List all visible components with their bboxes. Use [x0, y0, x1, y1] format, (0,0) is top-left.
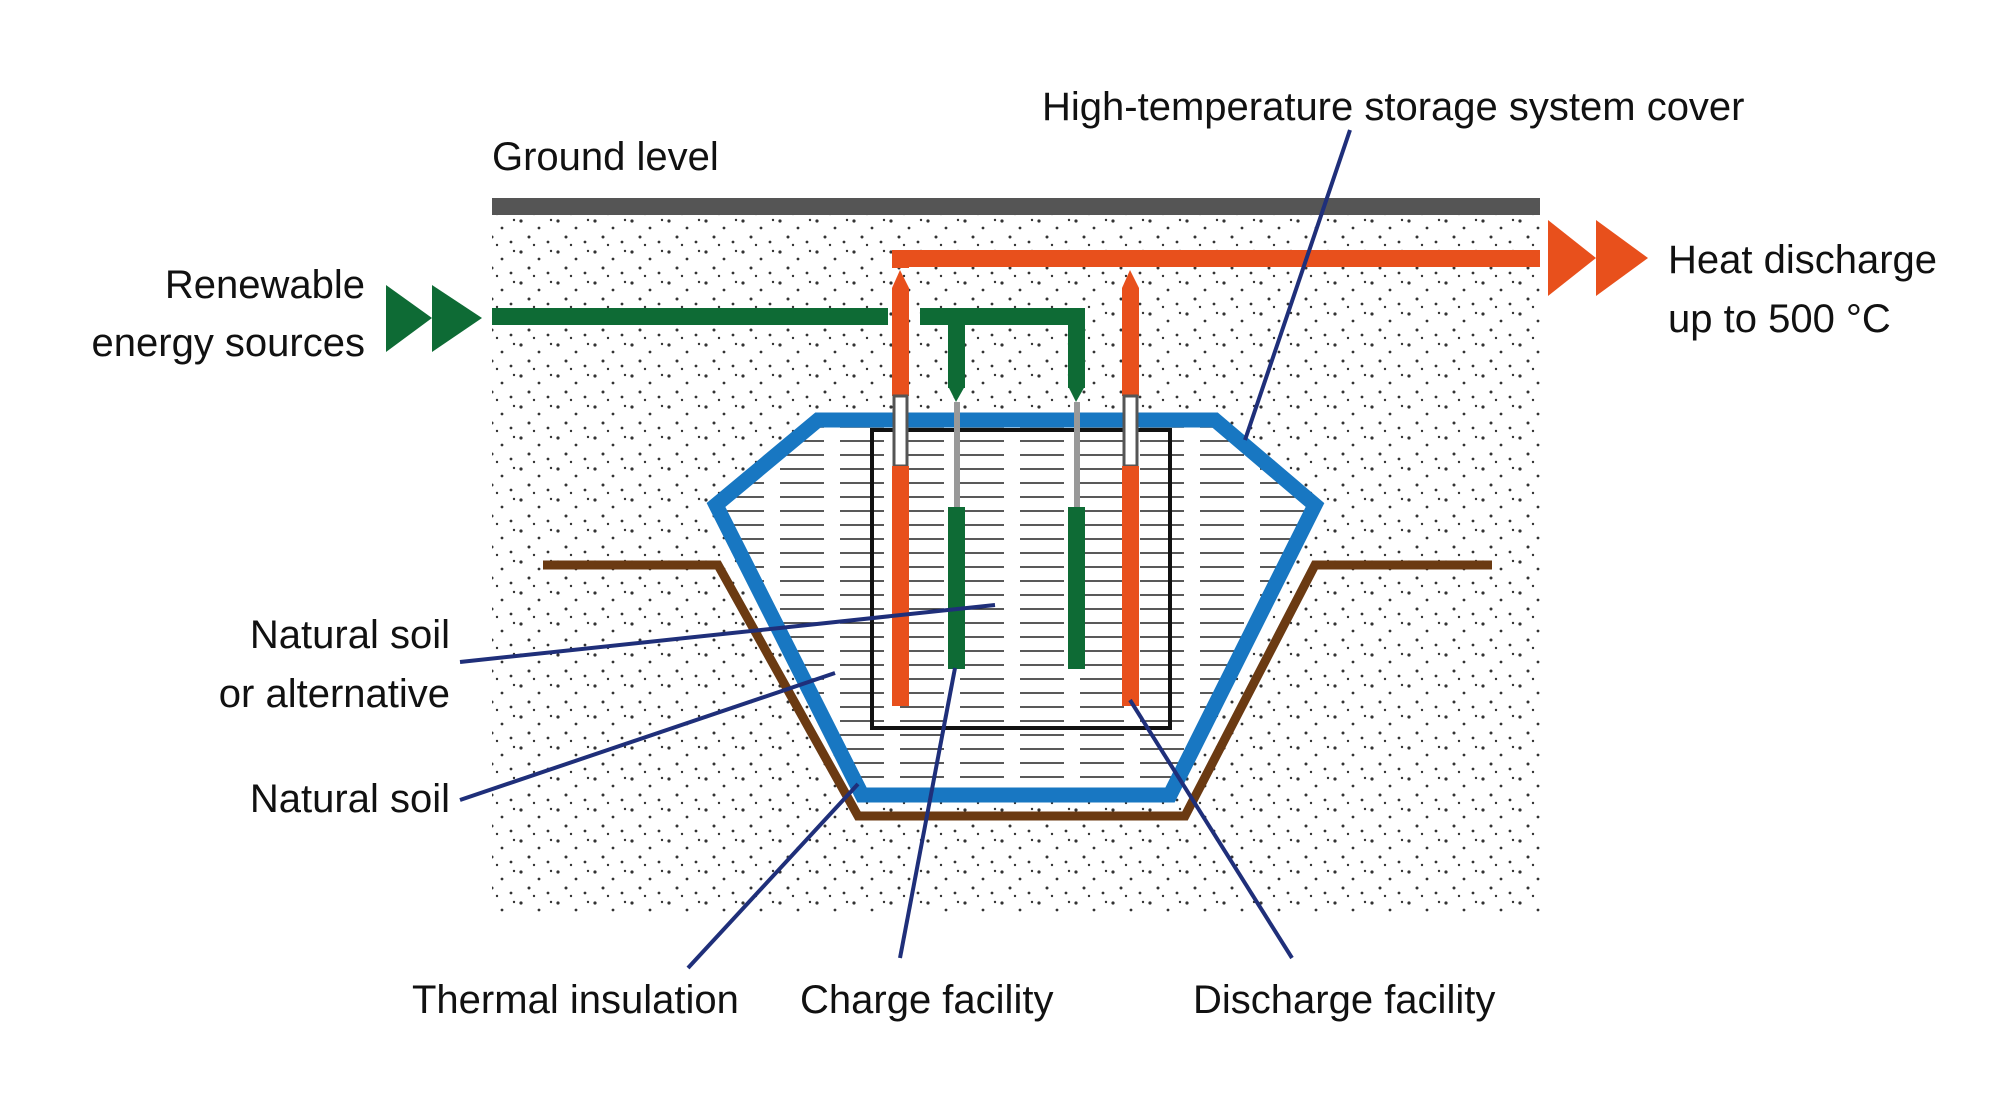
discharge-rod-right: [1122, 466, 1139, 706]
charge-connector-left: [954, 402, 960, 507]
renewable-label-line2: energy sources: [92, 321, 365, 365]
charge-bridge-top: [920, 308, 1082, 325]
discharge-tip-right: [1122, 270, 1139, 288]
discharge-riser-left: [892, 250, 909, 268]
natural-soil-boundary: [543, 560, 1492, 821]
renewable-arrow-1: [386, 285, 432, 352]
discharge-facility-label: Discharge facility: [1193, 978, 1495, 1022]
discharge-circuit: [892, 220, 1648, 706]
charge-bridge-left: [948, 308, 965, 388]
storage-inner-box: [870, 428, 1172, 730]
leader-charge-facility: [898, 667, 957, 959]
thermal-insulation-shell: [706, 412, 1325, 803]
discharge-tip-left: [892, 270, 909, 288]
renewable-label-line1: Renewable: [165, 263, 365, 307]
charge-facility-label: Charge facility: [800, 978, 1053, 1022]
ground-level-bar: [492, 198, 1540, 215]
heat-discharge-arrow-1: [1548, 220, 1596, 296]
leader-natural-soil: [459, 671, 836, 802]
discharge-header-pipe: [892, 250, 1540, 267]
charge-connector-right: [1074, 402, 1080, 507]
thermal-insulation-label: Thermal insulation: [412, 978, 739, 1022]
discharge-upper-left: [892, 288, 909, 396]
discharge-connector-left: [892, 394, 909, 468]
natural-soil-alternative-label-line1: Natural soil: [250, 613, 450, 657]
leader-soil-alternative: [459, 603, 996, 664]
natural-soil-label: Natural soil: [250, 777, 450, 821]
leader-lines: [459, 129, 1352, 970]
leader-discharge-facility: [1128, 698, 1294, 960]
ground-level-label: Ground level: [492, 135, 719, 179]
discharge-upper-right: [1122, 288, 1139, 396]
charge-rod-right: [1068, 507, 1085, 669]
natural-soil-alternative-label-line2: or alternative: [219, 672, 450, 716]
leader-thermal-insulation: [686, 782, 860, 970]
cover-label: High-temperature storage system cover: [1042, 85, 1745, 129]
charge-tip-right: [1068, 386, 1085, 402]
renewable-arrow-2: [432, 285, 482, 352]
charge-tip-left: [948, 386, 965, 402]
charge-rod-left: [948, 507, 965, 669]
heat-discharge-label-line1: Heat discharge: [1668, 238, 1937, 282]
charge-bridge-right: [1068, 308, 1085, 388]
heat-discharge-arrow-2: [1596, 220, 1648, 296]
leader-cover: [1243, 129, 1352, 441]
charge-circuit: [386, 285, 1085, 669]
charge-supply-pipe: [492, 308, 888, 325]
discharge-rod-left: [892, 466, 909, 706]
discharge-connector-right: [1122, 394, 1139, 468]
heat-discharge-label-line2: up to 500 °C: [1668, 297, 1891, 341]
